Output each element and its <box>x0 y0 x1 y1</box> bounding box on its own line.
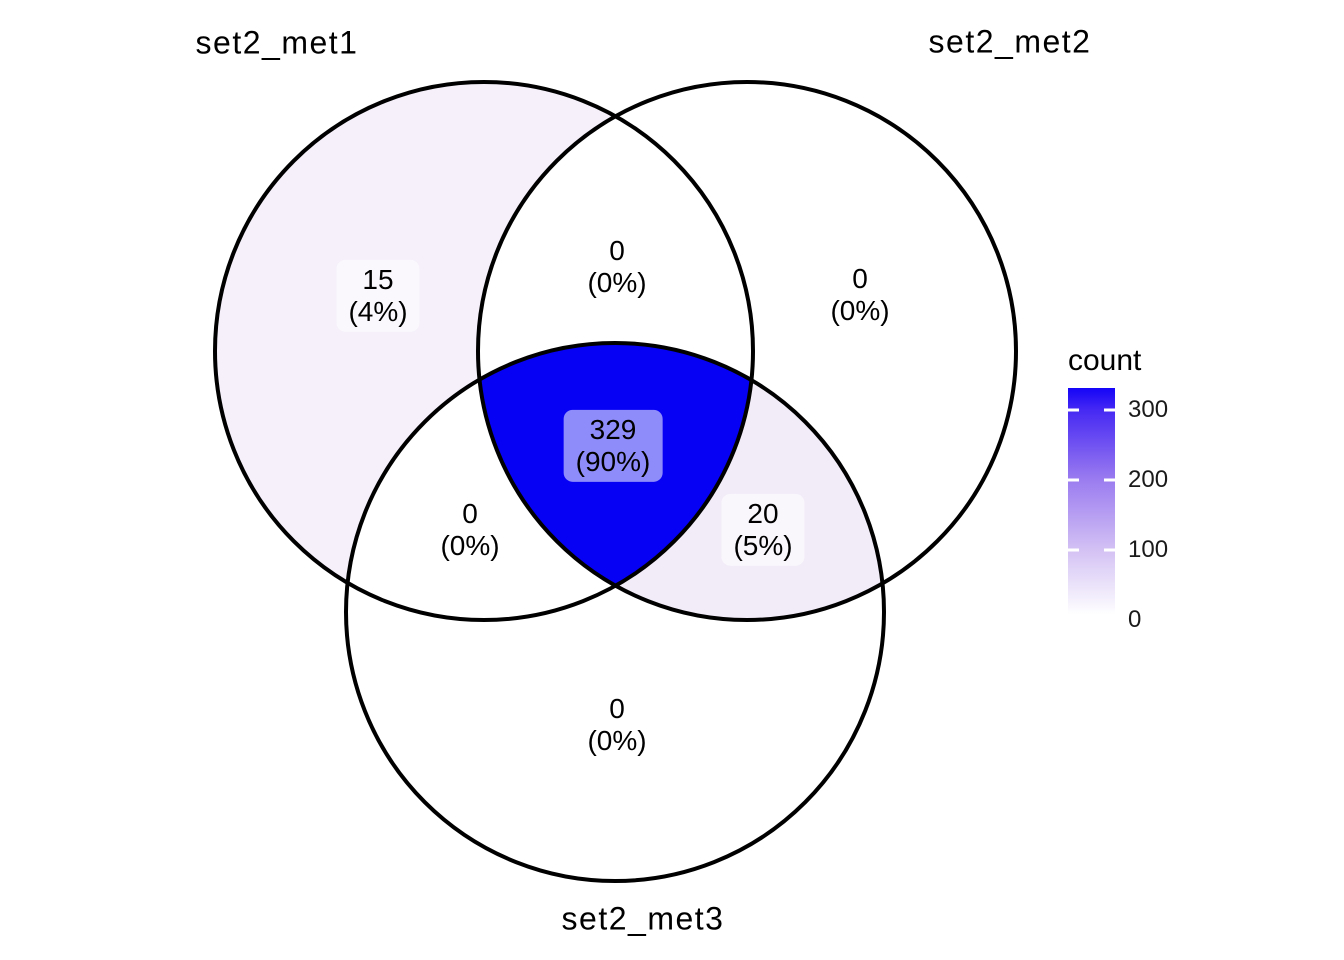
set3-circle-outline <box>344 341 886 883</box>
legend-count: count <box>1068 344 1288 633</box>
region-percent: (0%) <box>587 267 647 298</box>
legend-tick-200: 200 <box>1128 466 1169 493</box>
colorbar-tick-mark <box>1068 408 1079 412</box>
region-label-set2-set3: 20 (5%) <box>721 493 805 567</box>
region-label-triple-overlap: 329 (90%) <box>563 409 663 483</box>
colorbar-tick-mark <box>1104 408 1115 412</box>
region-count: 0 <box>609 692 625 724</box>
region-percent: (0%) <box>830 295 890 326</box>
region-count: 329 <box>589 413 637 445</box>
set1-circle-outline <box>213 80 755 622</box>
region-percent: (0%) <box>440 530 500 561</box>
region-label-set1-only: 15 (4%) <box>336 259 420 333</box>
legend-colorbar <box>1068 388 1115 615</box>
set-label-set2_met1: set2_met1 <box>195 24 359 61</box>
region-count: 0 <box>852 262 868 294</box>
legend-title: count <box>1068 344 1142 377</box>
colorbar-tick-mark <box>1068 478 1079 482</box>
legend-tick-300: 300 <box>1128 396 1169 423</box>
colorbar-tick-mark <box>1068 548 1079 552</box>
region-count: 15 <box>362 263 394 295</box>
set-label-set2_met3: set2_met3 <box>561 900 725 937</box>
region-count: 0 <box>609 234 625 266</box>
legend-tick-100: 100 <box>1128 536 1169 563</box>
set-label-set2_met2: set2_met2 <box>928 23 1092 60</box>
region-percent: (0%) <box>587 725 647 756</box>
region-percent: (4%) <box>348 296 408 327</box>
colorbar-tick-mark <box>1104 548 1115 552</box>
region-count: 20 <box>747 497 779 529</box>
legend-tick-0: 0 <box>1128 606 1142 633</box>
region-percent: (5%) <box>733 530 793 561</box>
set2-circle-outline <box>476 80 1018 622</box>
region-label-set2-only: 0 (0%) <box>818 258 902 332</box>
region-label-set1-set3: 0 (0%) <box>428 493 512 567</box>
colorbar-gradient <box>1068 388 1115 615</box>
region-label-set1-set2: 0 (0%) <box>575 230 659 304</box>
region-percent: (90%) <box>575 446 651 477</box>
colorbar-tick-mark <box>1104 478 1115 482</box>
region-count: 0 <box>462 497 478 529</box>
region-label-set3-only: 0 (0%) <box>575 688 659 762</box>
